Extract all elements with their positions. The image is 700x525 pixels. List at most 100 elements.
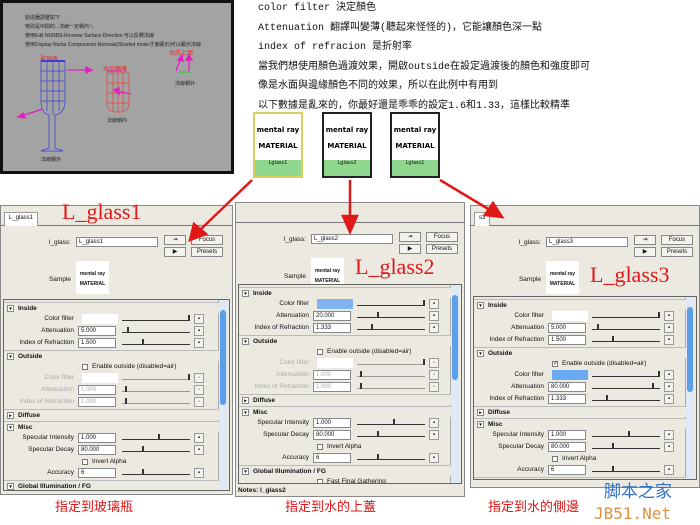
output-connections-button[interactable]: ▶	[399, 244, 421, 254]
collapse-icon[interactable]: ▾	[7, 483, 14, 490]
section-header-misc[interactable]: ▾Misc	[474, 418, 686, 429]
outside-color-filter-slider[interactable]	[592, 371, 660, 377]
slider-handle[interactable]	[377, 454, 379, 460]
slider-handle[interactable]	[188, 315, 190, 321]
outside-attenuation-field[interactable]: 80.000	[548, 382, 586, 392]
map-texture-button[interactable]: ▪	[429, 323, 439, 333]
specular-decay-slider[interactable]	[122, 446, 190, 452]
specular-intensity-slider[interactable]	[592, 431, 660, 437]
specular-intensity-slider[interactable]	[357, 419, 425, 425]
accuracy-slider[interactable]	[357, 454, 425, 460]
material-swatch-lglass2[interactable]: mental ray MATERIAL Lglass2	[322, 112, 372, 178]
specular-decay-slider[interactable]	[357, 431, 425, 437]
section-header-diffuse[interactable]: ▸Diffuse	[239, 394, 451, 405]
slider-handle[interactable]	[612, 336, 614, 342]
inside-attenuation-slider[interactable]	[592, 324, 660, 330]
inside-ior-field[interactable]: 1.333	[313, 323, 351, 333]
section-header-outside[interactable]: ▾Outside	[474, 347, 686, 358]
section-header-global-illumination[interactable]: ▾Global Illumination / FG	[239, 465, 451, 476]
scrollbar[interactable]	[685, 297, 694, 479]
collapse-icon[interactable]: ▾	[7, 353, 14, 360]
map-texture-button[interactable]: ▪	[664, 311, 674, 321]
slider-handle[interactable]	[606, 395, 608, 401]
invert-alpha-checkbox[interactable]	[82, 459, 88, 465]
section-header-outside[interactable]: ▾Outside	[239, 335, 451, 346]
output-connections-button[interactable]: ▶	[634, 247, 656, 257]
slider-handle[interactable]	[127, 327, 129, 333]
invert-alpha-checkbox[interactable]	[552, 456, 558, 462]
node-name-field[interactable]: L_glass2	[311, 234, 393, 244]
tab-l_glass1[interactable]: L_glass1	[4, 212, 39, 226]
section-header-inside[interactable]: ▾Inside	[474, 299, 686, 310]
map-texture-button[interactable]: ▪	[664, 394, 674, 404]
inside-attenuation-slider[interactable]	[357, 312, 425, 318]
fast-final-gathering-checkbox[interactable]	[317, 479, 323, 483]
map-texture-button[interactable]: ▪	[664, 335, 674, 345]
outside-attenuation-slider[interactable]	[592, 383, 660, 389]
enable-outside-checkbox[interactable]	[317, 349, 323, 355]
slider-handle[interactable]	[142, 469, 144, 475]
specular-decay-field[interactable]: 80.000	[78, 445, 116, 455]
section-header-misc[interactable]: ▾Misc	[4, 421, 219, 432]
map-texture-button[interactable]: ▪	[664, 382, 674, 392]
node-name-field[interactable]: L_glass1	[76, 237, 158, 247]
section-header-outside[interactable]: ▾Outside	[4, 350, 219, 361]
section-header-inside[interactable]: ▾Inside	[4, 302, 219, 313]
outside-ior-field[interactable]: 1.333	[548, 394, 586, 404]
scrollbar-thumb[interactable]	[220, 310, 226, 405]
presets-button[interactable]: Presets	[426, 244, 458, 254]
scrollbar-thumb[interactable]	[452, 295, 458, 380]
map-texture-button[interactable]: ▪	[194, 326, 204, 336]
inside-attenuation-slider[interactable]	[122, 327, 190, 333]
inside-ior-field[interactable]: 1.500	[548, 335, 586, 345]
specular-decay-field[interactable]: 80.000	[313, 430, 351, 440]
accuracy-slider[interactable]	[122, 469, 190, 475]
slider-handle[interactable]	[393, 419, 395, 425]
slider-handle[interactable]	[158, 434, 160, 440]
inside-attenuation-field[interactable]: 5.000	[78, 326, 116, 336]
accuracy-field[interactable]: 6	[548, 465, 586, 475]
accuracy-slider[interactable]	[592, 466, 660, 472]
inside-ior-slider[interactable]	[592, 336, 660, 342]
scrollbar[interactable]	[218, 300, 227, 490]
section-header-global-illumination[interactable]: ▾Global Illumination / FG	[4, 480, 219, 490]
section-header-inside[interactable]: ▾Inside	[239, 287, 451, 298]
map-texture-button[interactable]: ▪	[664, 323, 674, 333]
map-texture-button[interactable]: ▪	[429, 418, 439, 428]
material-swatch-lglass3[interactable]: mental ray MATERIAL Lglass1	[390, 112, 440, 178]
expand-icon[interactable]: ▸	[7, 412, 14, 419]
section-header-diffuse[interactable]: ▸Diffuse	[4, 409, 219, 420]
map-texture-button[interactable]: ▪	[664, 442, 674, 452]
section-header-diffuse[interactable]: ▸Diffuse	[474, 406, 686, 417]
map-texture-button[interactable]: ▪	[194, 468, 204, 478]
collapse-icon[interactable]: ▾	[477, 421, 484, 428]
enable-outside-checkbox[interactable]: ✓	[552, 361, 559, 367]
invert-alpha-checkbox[interactable]	[317, 444, 323, 450]
specular-intensity-field[interactable]: 1.000	[313, 418, 351, 428]
slider-handle[interactable]	[142, 446, 144, 452]
inside-attenuation-field[interactable]: 5.000	[548, 323, 586, 333]
collapse-icon[interactable]: ▾	[242, 468, 249, 475]
specular-decay-slider[interactable]	[592, 443, 660, 449]
accuracy-field[interactable]: 6	[78, 468, 116, 478]
specular-decay-field[interactable]: 80.000	[548, 442, 586, 452]
map-texture-button[interactable]: ▪	[664, 370, 674, 380]
slider-handle[interactable]	[658, 312, 660, 318]
map-texture-button[interactable]: ▪	[194, 445, 204, 455]
presets-button[interactable]: Presets	[191, 247, 223, 257]
enable-outside-checkbox[interactable]	[82, 364, 88, 370]
map-texture-button[interactable]: ▪	[429, 453, 439, 463]
outside-ior-slider[interactable]	[592, 395, 660, 401]
map-texture-button[interactable]: ▪	[429, 430, 439, 440]
slider-handle[interactable]	[371, 324, 373, 330]
inside-color-filter-slider[interactable]	[592, 312, 660, 318]
slider-handle[interactable]	[377, 312, 379, 318]
slider-handle[interactable]	[652, 383, 654, 389]
slider-handle[interactable]	[658, 371, 660, 377]
collapse-icon[interactable]: ▾	[7, 424, 14, 431]
slider-handle[interactable]	[377, 431, 379, 437]
input-connections-button[interactable]: ⇥	[164, 235, 186, 245]
inside-ior-slider[interactable]	[357, 324, 425, 330]
inside-color-filter-slider[interactable]	[122, 315, 190, 321]
outside-color-filter-swatch[interactable]	[552, 370, 588, 380]
